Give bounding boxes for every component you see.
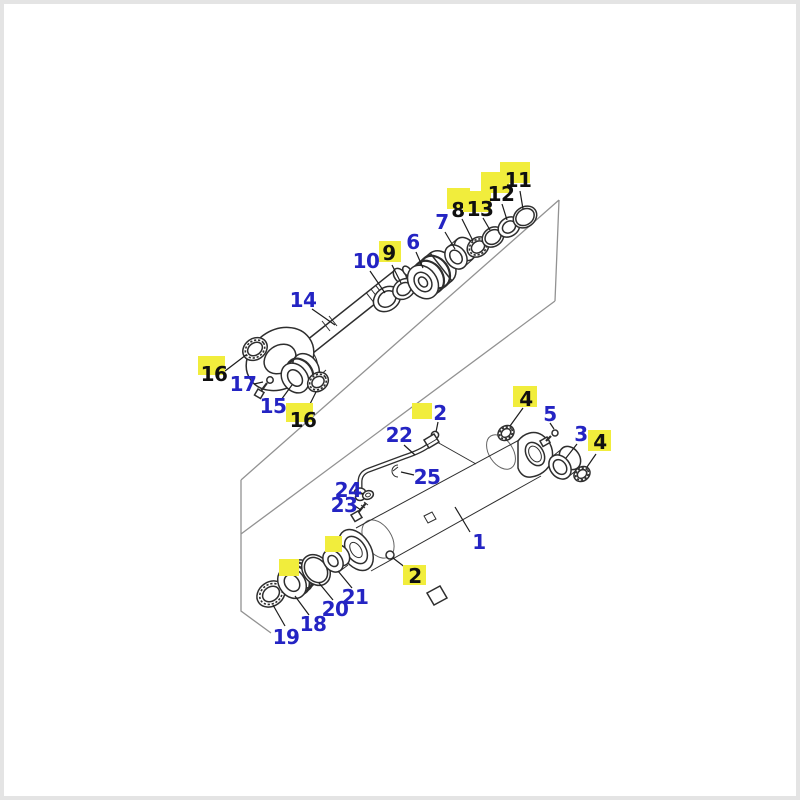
- grease-fitting-17: [266, 376, 274, 384]
- highlight-box-callout-9: [379, 241, 401, 262]
- highlight-box-part-21: [325, 536, 342, 552]
- callout-12: 12: [487, 182, 515, 206]
- washer-24: [361, 489, 375, 501]
- callout-17: 17: [229, 372, 257, 396]
- highlight-box-callout-4b: [588, 430, 611, 451]
- callout-15: 15: [259, 394, 287, 418]
- clip-25: [391, 464, 399, 478]
- callout-19: 19: [272, 625, 300, 649]
- plug-2-bottom: [385, 550, 395, 560]
- callout-23: 23: [330, 493, 358, 517]
- highlight-box-part-2a: [412, 403, 432, 419]
- callout-11: 11: [504, 168, 532, 192]
- callout-6: 6: [406, 230, 420, 254]
- highlight-box-callout-13: [463, 191, 491, 212]
- piston-parts-group: [372, 205, 538, 313]
- callout-2b: 2: [408, 564, 422, 588]
- highlight-box-callout-16b: [286, 403, 313, 422]
- grease-fitting-5: [551, 429, 559, 437]
- callout-25: 25: [413, 465, 441, 489]
- clevis-hardware-group: [497, 424, 591, 483]
- callout-24: 24: [334, 478, 362, 502]
- callout-16a: 16: [200, 362, 228, 386]
- callout-22: 22: [385, 423, 413, 447]
- callout-1: 1: [472, 530, 486, 554]
- highlight-box-callout-11: [500, 162, 530, 183]
- callout-2a: 2: [433, 401, 447, 425]
- callout-14: 14: [289, 288, 317, 312]
- callout-5: 5: [543, 402, 557, 426]
- leader-lines: [224, 190, 597, 627]
- callout-16b: 16: [289, 408, 317, 432]
- callout-18: 18: [299, 612, 327, 636]
- callout-4a: 4: [519, 387, 533, 411]
- callout-9: 9: [382, 241, 396, 265]
- rod-eye-hardware-group: [242, 336, 330, 400]
- callout-10: 10: [352, 249, 380, 273]
- callout-3: 3: [574, 422, 588, 446]
- callout-21: 21: [341, 585, 369, 609]
- highlight-box-callout-16a: [198, 356, 225, 375]
- tube-bracket: [425, 584, 449, 607]
- highlight-box-callout-2b: [403, 565, 426, 585]
- highlight-box-callout-4a: [513, 386, 537, 407]
- callout-7: 7: [435, 210, 449, 234]
- callout-8: 8: [451, 198, 465, 222]
- callout-13: 13: [466, 197, 494, 221]
- highlight-box-part-18: [279, 559, 299, 576]
- cylinder-tube-group: [337, 429, 559, 607]
- diagram-drawing: [224, 190, 597, 634]
- callout-4b: 4: [593, 430, 607, 454]
- boundary-sheet: [240, 199, 560, 634]
- callout-20: 20: [321, 597, 349, 621]
